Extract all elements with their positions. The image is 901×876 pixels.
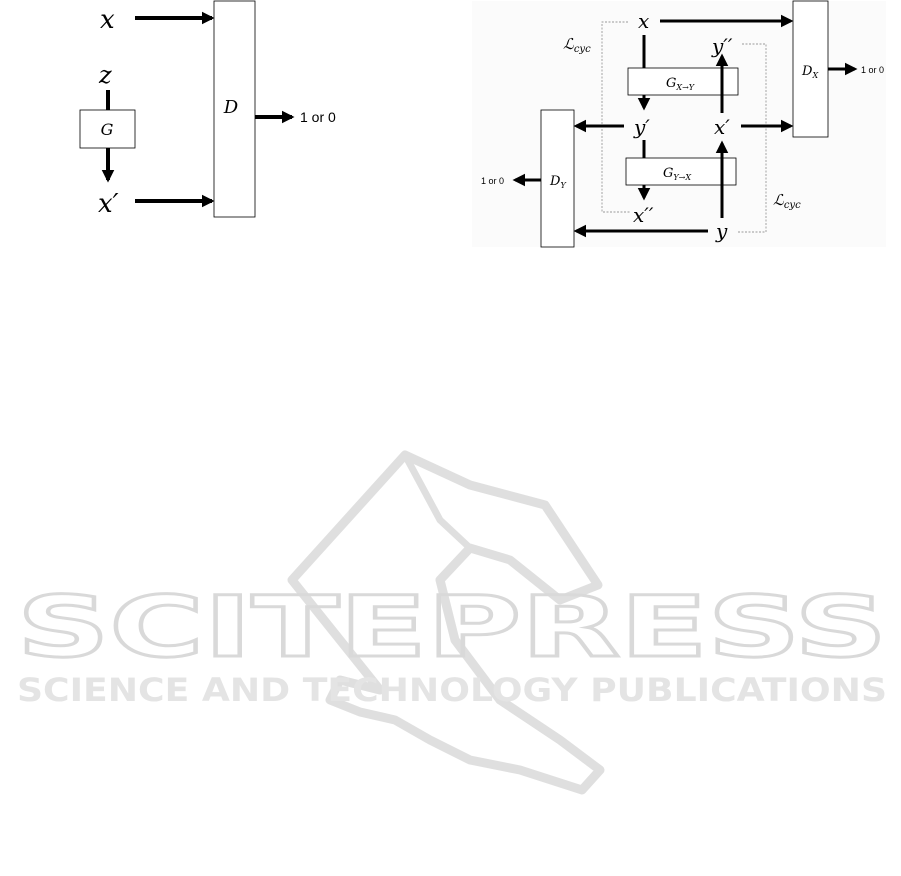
node-y: y — [715, 219, 728, 243]
node-y-double-prime: y′′ — [711, 34, 733, 58]
node-y-prime: y′ — [633, 115, 650, 139]
publisher-watermark: SCITEPRESS SCIENCE AND TECHNOLOGY PUBLIC… — [17, 455, 887, 790]
watermark-subtitle: SCIENCE AND TECHNOLOGY PUBLICATIONS — [17, 671, 887, 709]
gan-output-label: 1 or 0 — [300, 109, 336, 125]
gan-generator-label: G — [101, 120, 114, 139]
watermark-title: SCITEPRESS — [17, 578, 887, 676]
dx-output-label: 1 or 0 — [861, 65, 884, 75]
node-x: x — [638, 9, 649, 33]
node-x-double-prime: x′′ — [633, 203, 654, 227]
gan-input-x: x — [100, 5, 115, 35]
gan-noise-z: z — [98, 61, 112, 89]
dy-output-label: 1 or 0 — [481, 176, 504, 186]
node-x-prime: x′ — [714, 115, 730, 139]
cyclegan-diagram: ℒcyc ℒcyc x GX→Y y′′ y′ x′ GY→X x′′ y DX… — [472, 1, 886, 247]
gan-discriminator-label: D — [223, 97, 239, 118]
gan-diagram: x z G x′ D 1 or 0 — [80, 1, 336, 219]
gan-generated-xprime: x′ — [98, 189, 119, 219]
